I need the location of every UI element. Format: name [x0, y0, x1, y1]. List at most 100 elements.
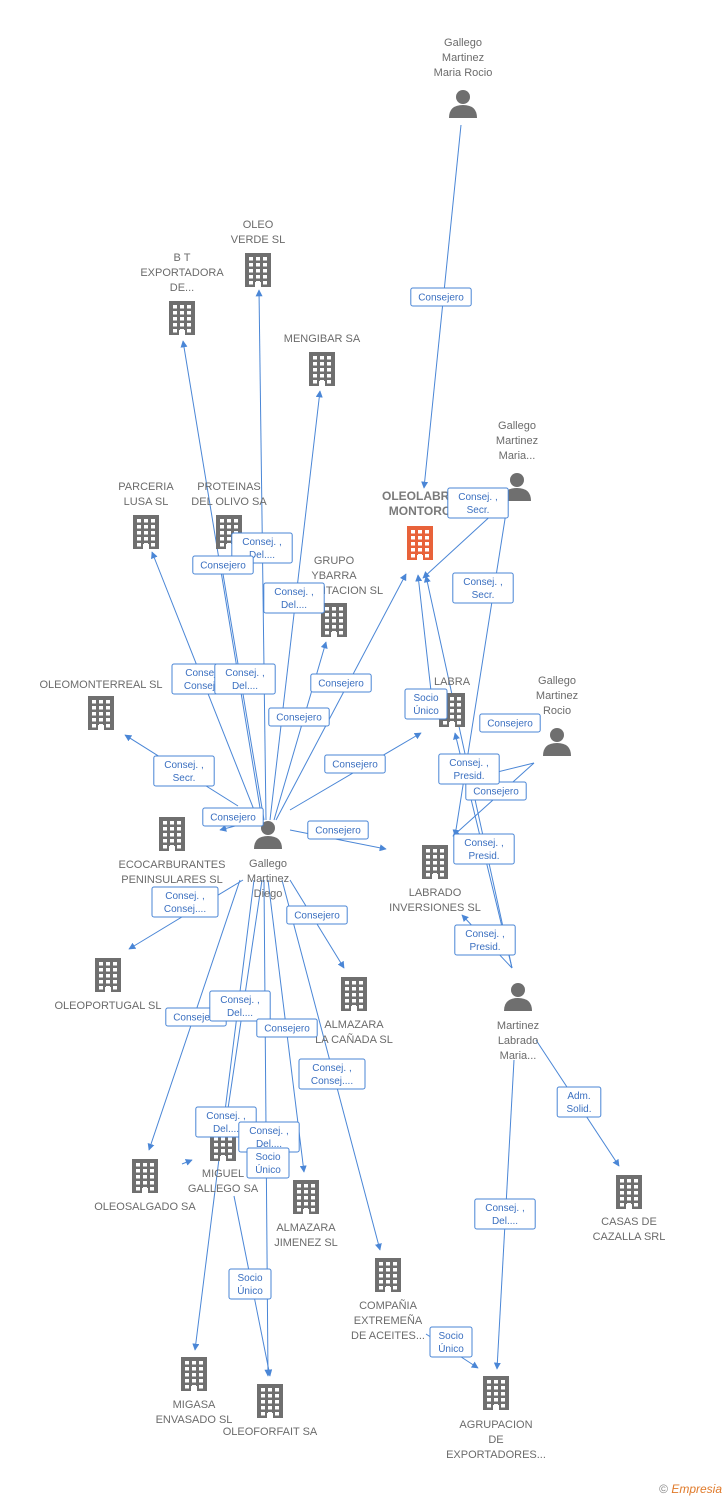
- edge-label[interactable]: Consej. ,Del....: [214, 663, 276, 695]
- edge-label-text: Consejero: [276, 713, 322, 724]
- building-icon: [293, 1180, 319, 1214]
- edge-label-text: Consej. ,: [465, 929, 504, 940]
- edge-label-box: [209, 990, 271, 1022]
- node-label: LA CAÑADA SL: [315, 1033, 393, 1046]
- edge-label[interactable]: Consejero: [307, 820, 369, 840]
- edge-label[interactable]: Consejero: [202, 807, 264, 827]
- edge-label[interactable]: Consej. ,Del....: [209, 990, 271, 1022]
- edge-label-text: Consej. ,: [242, 537, 281, 548]
- edge-label-box: [447, 487, 509, 519]
- edge-label-text: Del....: [256, 1139, 282, 1150]
- node-gallego-maria[interactable]: GallegoMartinezMaria...: [496, 420, 538, 501]
- node-label: Martinez: [536, 690, 578, 702]
- node-label: COMPAÑIA: [359, 1299, 418, 1312]
- edge-label-text: Único: [237, 1284, 263, 1297]
- brand-logo[interactable]: Empresia: [671, 1482, 722, 1496]
- node-agrupacion[interactable]: AGRUPACIONDEEXPORTADORES...: [446, 1376, 546, 1461]
- edge-label[interactable]: Consej. ,Presid.: [438, 753, 500, 785]
- edge-label[interactable]: Consejero: [410, 287, 472, 307]
- building-icon: [309, 352, 335, 386]
- edge-label-text: Del....: [213, 1124, 239, 1135]
- edge-label[interactable]: Consejero: [479, 713, 541, 733]
- edge-label-text: Consej. ,: [225, 668, 264, 679]
- edge-label-text: Consej. ,: [206, 1111, 245, 1122]
- node-oleosalgado[interactable]: OLEOSALGADO SA: [94, 1159, 196, 1213]
- edge-label-text: Consejero: [264, 1024, 310, 1035]
- edge-label-box: [454, 924, 516, 956]
- person-icon: [254, 821, 282, 849]
- node-label: OLEOSALGADO SA: [94, 1201, 196, 1213]
- edge-label-text: Secr.: [472, 590, 495, 601]
- node-bt-export[interactable]: B TEXPORTADORADE...: [140, 252, 224, 335]
- edge-label[interactable]: Consejero: [256, 1018, 318, 1038]
- edge-label[interactable]: Consejero: [310, 673, 372, 693]
- edge-label[interactable]: Consej. ,Secr.: [153, 755, 215, 787]
- edge-label-box: [202, 807, 264, 827]
- edge-label[interactable]: Consejero: [286, 905, 348, 925]
- building-icon: [407, 526, 433, 560]
- edge-label[interactable]: Consejero: [192, 555, 254, 575]
- node-label: OLEO: [243, 219, 274, 231]
- edge-label[interactable]: Consejero: [268, 707, 330, 727]
- edge-label-text: Consej. ,: [185, 668, 224, 679]
- edge-label[interactable]: Consej. ,Secr.: [447, 487, 509, 519]
- edge-label[interactable]: Consej. ,Consej....: [151, 886, 219, 918]
- edge-label-text: Consej. ,: [449, 758, 488, 769]
- edge-label[interactable]: Consej. ,Secr.: [452, 572, 514, 604]
- node-label: PENINSULARES SL: [121, 874, 222, 886]
- edge-label-text: Consejero: [210, 813, 256, 824]
- edge-label[interactable]: Consej. ,Del....: [263, 582, 325, 614]
- building-icon: [616, 1175, 642, 1209]
- edge-label-text: Secr.: [467, 505, 490, 516]
- edge-gallego-diego-to-grupo-ybarra: [273, 641, 328, 821]
- node-label: Diego: [254, 888, 283, 900]
- edge-label-text: Consej....: [311, 1076, 353, 1087]
- edge-label-text: Consej. ,: [249, 1126, 288, 1137]
- node-label: YBARRA: [311, 570, 357, 582]
- edge-label-box: [298, 1058, 366, 1090]
- edge-label[interactable]: Consejero: [465, 781, 527, 801]
- node-martinez-labrado[interactable]: MartinezLabradoMaria...: [497, 983, 539, 1062]
- edge-label-box: [479, 713, 541, 733]
- node-label: GALLEGO SA: [188, 1183, 259, 1195]
- edge-label[interactable]: Consejero: [324, 754, 386, 774]
- node-oleoforfait[interactable]: OLEOFORFAIT SA: [223, 1384, 318, 1438]
- edge-label-text: Consej. ,: [485, 1203, 524, 1214]
- node-label: Martinez: [442, 52, 484, 64]
- edge-label[interactable]: Consej. ,Consej....: [298, 1058, 366, 1090]
- node-mengibar[interactable]: MENGIBAR SA: [284, 333, 361, 386]
- edge-label[interactable]: Consej. ,Presid.: [453, 833, 515, 865]
- node-label: GRUPO: [314, 555, 355, 567]
- node-oleoportugal[interactable]: OLEOPORTUGAL SL: [55, 958, 162, 1012]
- edge-label-box: [151, 886, 219, 918]
- edge-label-box: [404, 688, 448, 720]
- edge-label[interactable]: Consej. ,Del....: [474, 1198, 536, 1230]
- node-label: Gallego: [538, 675, 576, 687]
- node-oleomonterreal[interactable]: OLEOMONTERREAL SL: [39, 679, 163, 730]
- edge-label[interactable]: Adm.Solid.: [556, 1086, 602, 1118]
- node-label: Maria...: [499, 450, 536, 462]
- node-label: JIMENEZ SL: [274, 1237, 338, 1249]
- person-icon: [503, 473, 531, 501]
- edge-label[interactable]: Consej. ,Presid.: [454, 924, 516, 956]
- edge-label-box: [556, 1086, 602, 1118]
- node-label: DEL OLIVO SA: [191, 496, 267, 508]
